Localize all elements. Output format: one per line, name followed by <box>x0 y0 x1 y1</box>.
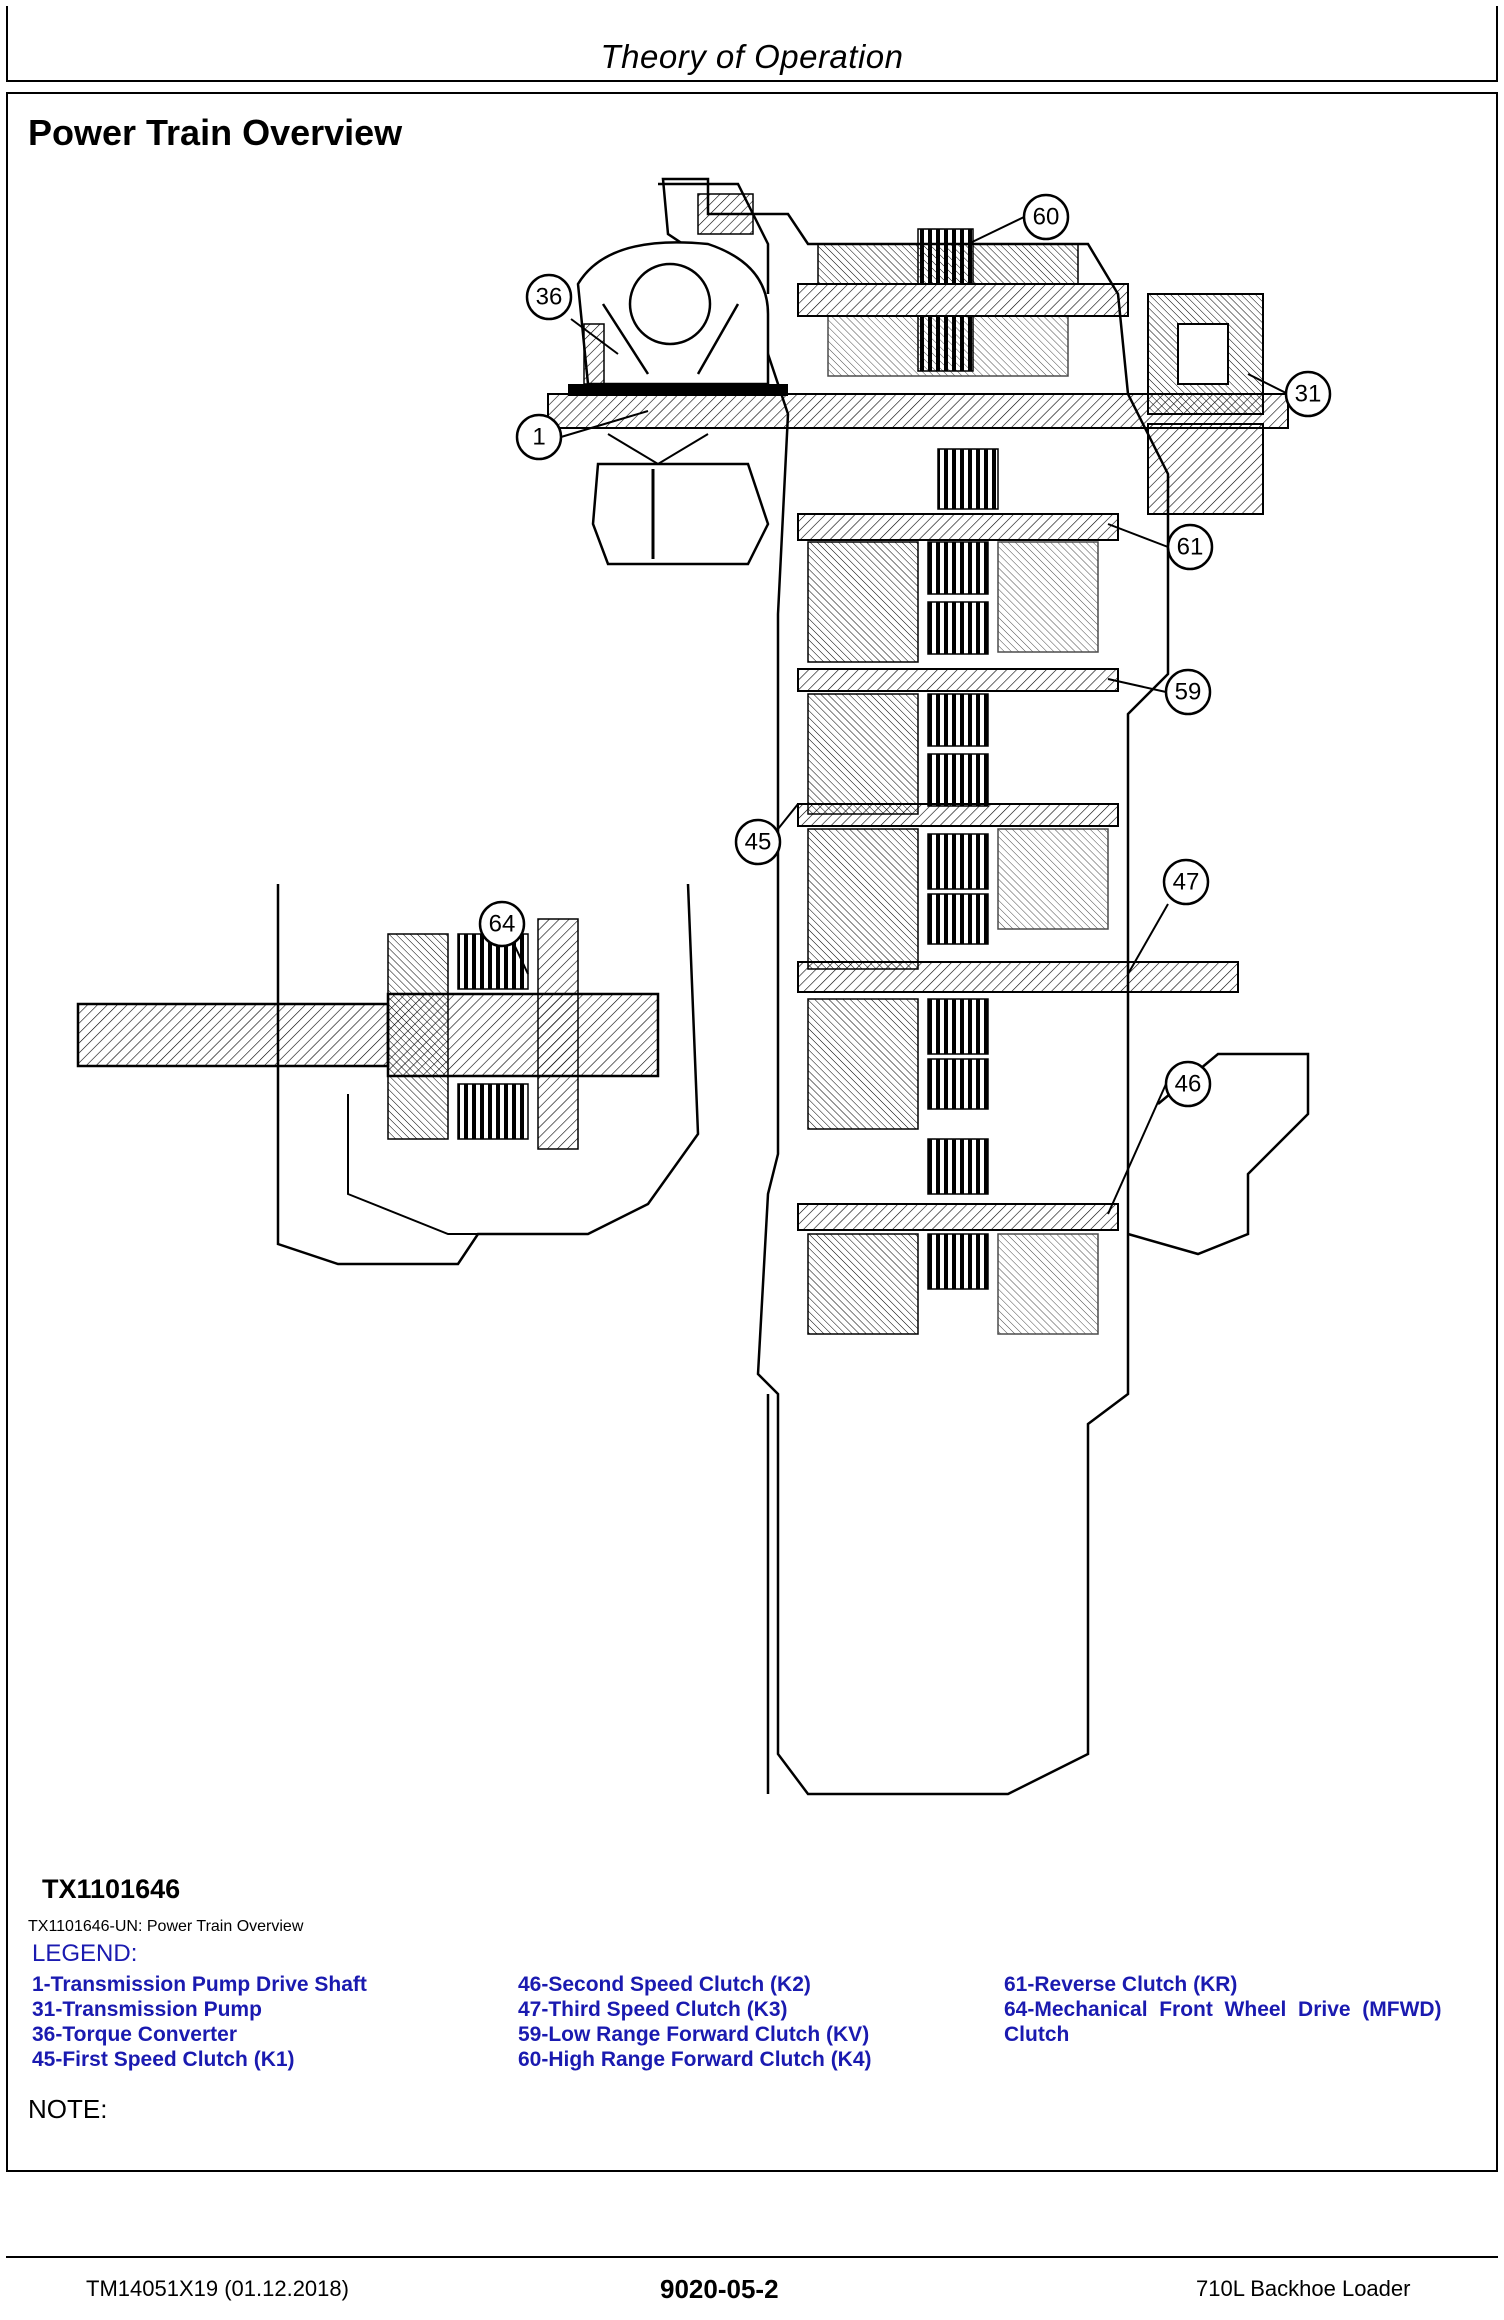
footer-doc-id: TM14051X19 (01.12.2018) <box>86 2276 349 2301</box>
legend-item: 1-Transmission Pump Drive Shaft <box>32 1973 367 1996</box>
figure-caption: TX1101646-UN: Power Train Overview <box>28 1918 304 1935</box>
callout-61: 61 <box>1166 523 1214 571</box>
content-frame: Power Train Overview <box>6 92 1498 2172</box>
power-train-diagram: 60 36 31 1 61 59 45 64 47 46 <box>76 177 1332 1796</box>
callout-label: 45 <box>745 829 772 856</box>
callout-36: 36 <box>525 273 573 321</box>
legend-heading: LEGEND: <box>32 1940 138 1967</box>
callout-1: 1 <box>515 413 563 461</box>
legend-column-3: 61-Reverse Clutch (KR) 64-Mechanical Fro… <box>1004 1972 1442 2047</box>
note-label: NOTE: <box>28 2094 108 2124</box>
callout-46: 46 <box>1164 1060 1212 1108</box>
legend-item: 47-Third Speed Clutch (K3) <box>518 1998 788 2021</box>
legend-item: 60-High Range Forward Clutch (K4) <box>518 2048 872 2071</box>
legend-item: 31-Transmission Pump <box>32 1998 262 2021</box>
page-header: Theory of Operation <box>6 6 1498 82</box>
legend-item: 64-Mechanical Front Wheel Drive (MFWD) <box>1004 1998 1442 2021</box>
footer-divider <box>6 2256 1498 2258</box>
callout-31: 31 <box>1284 370 1332 418</box>
callout-64: 64 <box>478 900 526 948</box>
callout-label: 61 <box>1177 534 1204 561</box>
callout-label: 64 <box>489 911 516 938</box>
legend-item: Clutch <box>1004 2023 1070 2046</box>
legend-item: 59-Low Range Forward Clutch (KV) <box>518 2023 870 2046</box>
callout-label: 1 <box>532 424 545 451</box>
callout-59: 59 <box>1164 668 1212 716</box>
callout-label: 60 <box>1033 204 1060 231</box>
legend-item: 45-First Speed Clutch (K1) <box>32 2048 295 2071</box>
legend-item: 61-Reverse Clutch (KR) <box>1004 1973 1238 1996</box>
legend-column-2: 46-Second Speed Clutch (K2) 47-Third Spe… <box>518 1972 872 2072</box>
legend-item: 36-Torque Converter <box>32 2023 237 2046</box>
callout-label: 59 <box>1175 679 1202 706</box>
callout-label: 46 <box>1175 1071 1202 1098</box>
legend-item: 46-Second Speed Clutch (K2) <box>518 1973 811 1996</box>
callout-47: 47 <box>1162 858 1210 906</box>
footer-model: 710L Backhoe Loader <box>1196 2276 1411 2301</box>
section-title: Power Train Overview <box>28 112 403 153</box>
header-title: Theory of Operation <box>600 38 904 75</box>
footer-page-number: 9020-05-2 <box>660 2274 779 2304</box>
mfwd-detail <box>76 883 700 1266</box>
legend-column-1: 1-Transmission Pump Drive Shaft 31-Trans… <box>32 1972 367 2072</box>
callout-label: 31 <box>1295 381 1322 408</box>
callout-label: 36 <box>536 284 563 311</box>
callout-60: 60 <box>1022 193 1070 241</box>
callout-label: 47 <box>1173 869 1200 896</box>
figure-id: TX1101646 <box>42 1874 181 1904</box>
torque-converter-shape <box>576 182 770 566</box>
callout-45: 45 <box>734 818 782 866</box>
